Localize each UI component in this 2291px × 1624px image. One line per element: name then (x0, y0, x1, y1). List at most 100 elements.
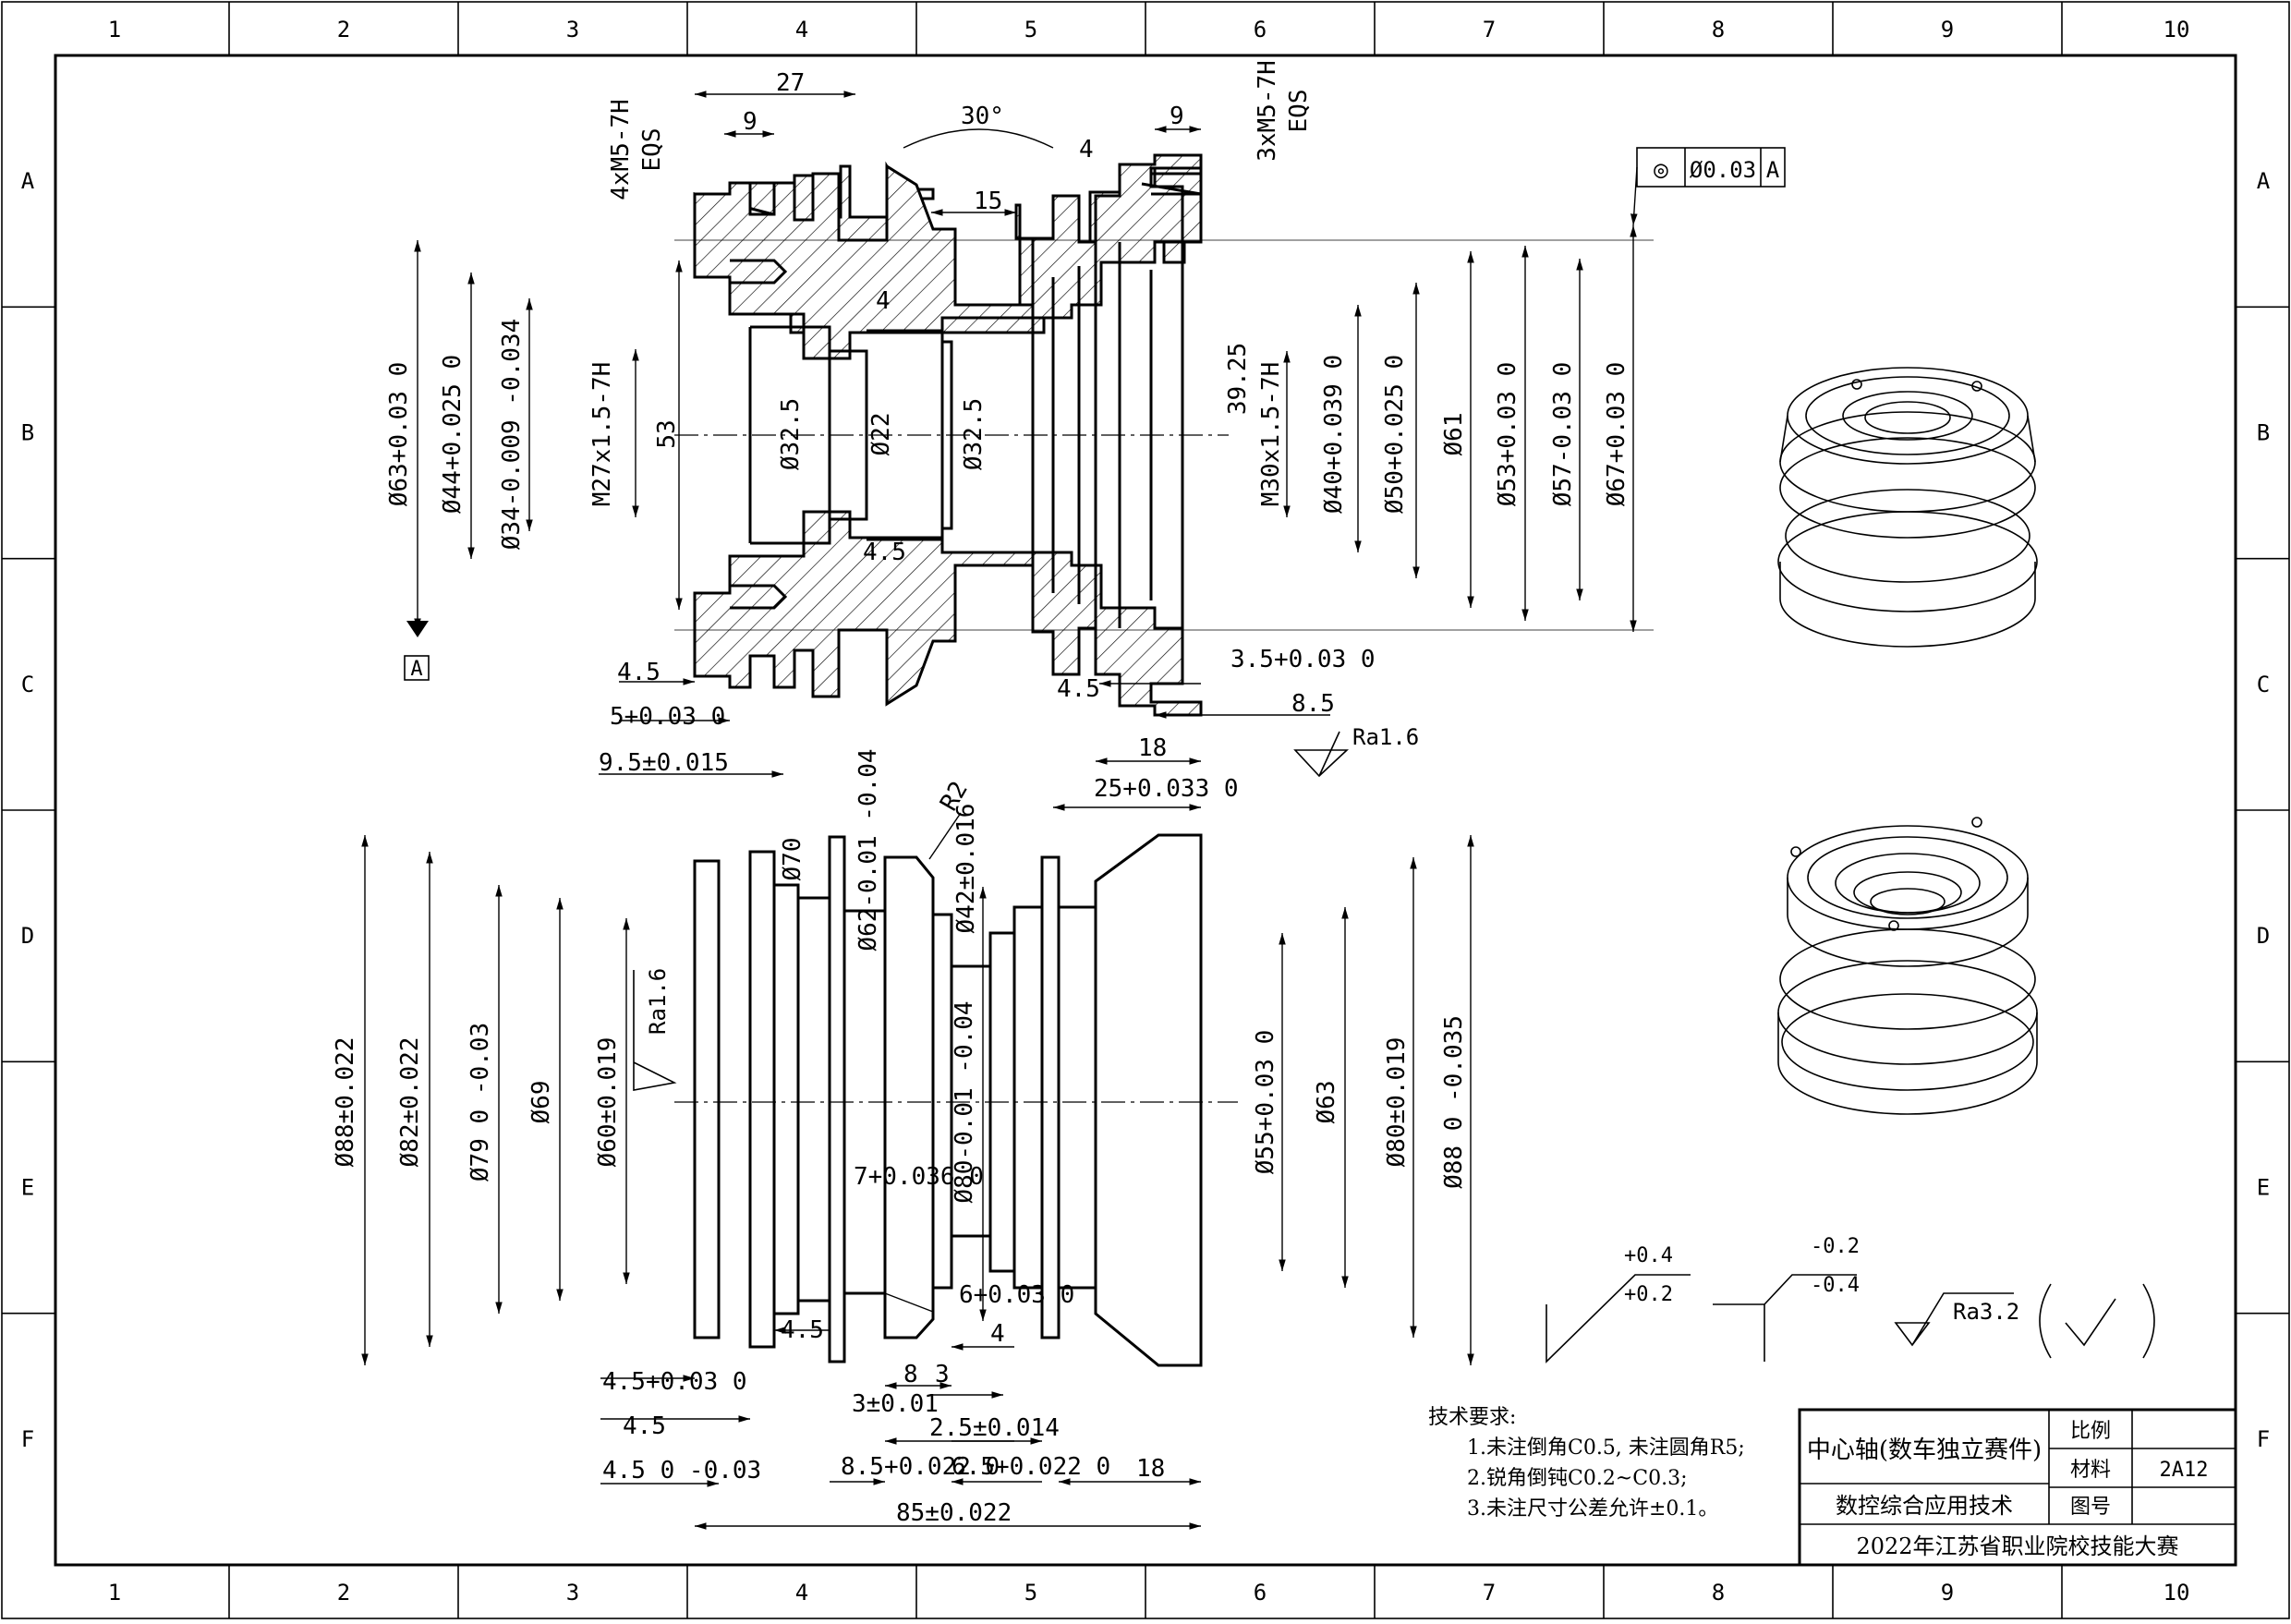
svg-text:2.5±0.014: 2.5±0.014 (929, 1414, 1060, 1442)
zone-column-label: 4 (795, 17, 808, 42)
zone-column-label: 5 (1024, 1580, 1037, 1606)
svg-text:3: 3 (935, 1361, 950, 1388)
datum-triangle (406, 621, 429, 637)
section-hatch-lower (693, 510, 1203, 717)
svg-text:+0.2: +0.2 (1624, 1283, 1673, 1306)
zone-row-label: A (21, 168, 35, 194)
zone-row-label: C (2257, 672, 2270, 697)
zone-column-label: 6 (1254, 1580, 1267, 1606)
svg-text:9.5±0.015: 9.5±0.015 (599, 749, 729, 777)
zone-column-label: 2 (337, 1580, 350, 1606)
outer-profile (693, 833, 1203, 1367)
zone-column-label: 7 (1483, 1580, 1496, 1606)
zone-column-label: 6 (1254, 17, 1267, 42)
tech-requirements-title: 技术要求: (1428, 1406, 1517, 1429)
svg-text:Ø63: Ø63 (1313, 1081, 1340, 1124)
svg-text:EQS: EQS (1285, 90, 1313, 133)
svg-text:M27x1.5-7H: M27x1.5-7H (588, 362, 616, 507)
svg-text:6.5+0.022 0: 6.5+0.022 0 (952, 1453, 1110, 1481)
svg-text:Ø55+0.03 0: Ø55+0.03 0 (1252, 1030, 1279, 1175)
svg-text:8.5: 8.5 (1291, 690, 1335, 718)
svg-text:18: 18 (1138, 734, 1167, 762)
section-dim-texts: 27 9 30° 15 4 9 Ø63+0.03 0 Ø44+0.025 0 Ø… (385, 60, 1630, 803)
svg-text:3xM5-7H: 3xM5-7H (1254, 60, 1281, 162)
svg-text:4.5: 4.5 (781, 1316, 824, 1344)
zone-row-label: D (21, 923, 34, 949)
svg-text:4: 4 (1079, 136, 1094, 164)
svg-text:Ø61: Ø61 (1440, 413, 1468, 456)
svg-text:+0.4: +0.4 (1624, 1244, 1673, 1267)
outer-dimension-lines (361, 812, 1474, 1530)
svg-text:4.5 0 -0.03: 4.5 0 -0.03 (602, 1457, 761, 1485)
svg-text:9: 9 (743, 108, 758, 136)
svg-text:27: 27 (776, 69, 805, 97)
svg-text:8: 8 (903, 1361, 918, 1388)
technical-requirements: 技术要求: 1.未注倒角C0.5, 未注圆角R5; 2.锐角倒钝C0.2~C0.… (1428, 1402, 1816, 1524)
svg-text:Ø79 0 -0.03: Ø79 0 -0.03 (467, 1023, 494, 1182)
svg-text:Ra1.6: Ra1.6 (1352, 724, 1419, 750)
deviation-texts: +0.4 +0.2 -0.2 -0.4 (1624, 1235, 1860, 1306)
svg-text:2022年江苏省职业院校技能大赛: 2022年江苏省职业院校技能大赛 (1856, 1533, 2178, 1559)
bore-profile (748, 242, 1184, 628)
section-hatch-upper (693, 153, 1203, 360)
svg-text:Ra3.2: Ra3.2 (1953, 1299, 2019, 1325)
section-dimension-lines (414, 91, 1654, 811)
zone-column-label: 4 (795, 1580, 808, 1606)
tech-requirement-1: 1.未注倒角C0.5, 未注圆角R5; (1467, 1436, 1745, 1460)
tech-requirement-2: 2.锐角倒钝C0.2~C0.3; (1467, 1467, 1688, 1490)
zone-row-label: D (2257, 923, 2270, 949)
zone-row-label: B (21, 420, 34, 446)
svg-text:Ø0.03: Ø0.03 (1690, 157, 1756, 183)
drawing-frame (54, 54, 2237, 1567)
svg-text:18: 18 (1136, 1455, 1165, 1483)
svg-text:Ø40+0.039 0: Ø40+0.039 0 (1320, 355, 1348, 514)
svg-text:材料: 材料 (2070, 1459, 2111, 1482)
svg-text:8.5+0.022 0: 8.5+0.022 0 (841, 1453, 1000, 1481)
zone-row-label: C (21, 672, 34, 697)
zone-column-label: 3 (566, 17, 579, 42)
deviation-symbols (1546, 1274, 1857, 1363)
zone-row-label: F (2257, 1426, 2270, 1452)
zone-row-label: B (2257, 420, 2270, 446)
svg-text:Ø80-0.01 -0.04: Ø80-0.01 -0.04 (951, 1000, 978, 1203)
svg-text:Ø60±0.019: Ø60±0.019 (594, 1037, 622, 1168)
svg-text:Ø88±0.022: Ø88±0.022 (332, 1037, 359, 1168)
svg-text:4: 4 (876, 287, 891, 315)
part-name: 中心轴(数车独立赛件) (1807, 1436, 2042, 1464)
svg-text:A: A (1766, 157, 1780, 183)
svg-text:M30x1.5-7H: M30x1.5-7H (1257, 362, 1285, 507)
svg-text:Ø32.5: Ø32.5 (777, 398, 805, 470)
svg-text:4.5: 4.5 (863, 539, 906, 566)
svg-text:5+0.03 0: 5+0.03 0 (610, 703, 725, 731)
svg-text:Ø69: Ø69 (527, 1081, 555, 1124)
svg-text:4.5: 4.5 (617, 659, 661, 686)
svg-text:39.25: 39.25 (1224, 343, 1252, 415)
svg-text:4.5: 4.5 (1057, 675, 1100, 703)
svg-text:6+0.03 0: 6+0.03 0 (959, 1281, 1074, 1309)
zone-row-label: A (2257, 168, 2271, 194)
svg-text:Ø44+0.025 0: Ø44+0.025 0 (439, 355, 467, 514)
svg-text:53: 53 (653, 419, 681, 448)
svg-text:Ra1.6: Ra1.6 (645, 968, 671, 1035)
roughness-symbol (1293, 731, 1350, 778)
svg-text:Ø62-0.01 -0.04: Ø62-0.01 -0.04 (855, 748, 882, 951)
svg-text:4xM5-7H: 4xM5-7H (607, 99, 635, 200)
title-block: 中心轴(数车独立赛件) 比例 材料 2A12 图号 数控综合应用技术 2022年… (1798, 1408, 2237, 1567)
svg-text:◎: ◎ (1654, 156, 1668, 184)
svg-text:3.5+0.03 0: 3.5+0.03 0 (1230, 646, 1376, 673)
zone-column-label: 1 (108, 17, 121, 42)
svg-text:-0.2: -0.2 (1811, 1235, 1860, 1258)
zone-column-label: 9 (1941, 1580, 1954, 1606)
svg-text:4: 4 (990, 1320, 1005, 1348)
zone-column-label: 8 (1712, 17, 1725, 42)
svg-text:Ø57-0.03 0: Ø57-0.03 0 (1549, 362, 1577, 507)
svg-text:25+0.033 0: 25+0.033 0 (1094, 775, 1239, 803)
isometric-view-bottom (1777, 817, 2038, 1115)
svg-text:比例: 比例 (2070, 1420, 2111, 1443)
general-roughness: Ra3.2 (1894, 1283, 2155, 1359)
svg-text:Ø63+0.03 0: Ø63+0.03 0 (385, 362, 413, 507)
svg-text:Ø67+0.03 0: Ø67+0.03 0 (1603, 362, 1630, 507)
